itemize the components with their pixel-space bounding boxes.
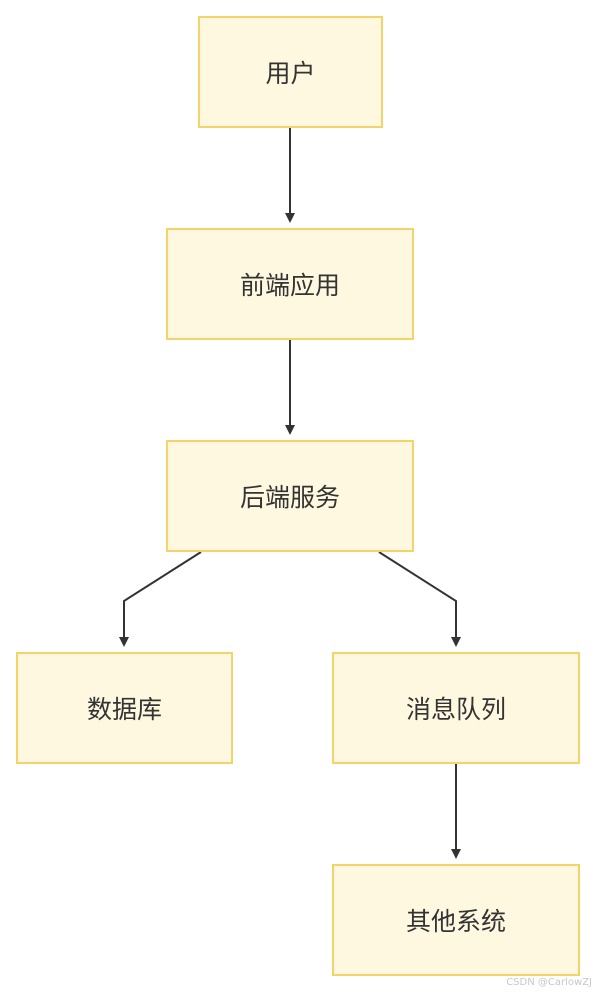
node-backend-label: 后端服务 xyxy=(239,483,340,512)
node-database-label: 数据库 xyxy=(86,695,162,724)
node-queue-label: 消息队列 xyxy=(405,695,506,724)
node-user: 用户 xyxy=(198,16,383,128)
node-other-label: 其他系统 xyxy=(405,907,506,936)
node-backend: 后端服务 xyxy=(166,440,414,552)
node-user-label: 用户 xyxy=(265,59,316,88)
node-database: 数据库 xyxy=(16,652,233,764)
node-frontend: 前端应用 xyxy=(166,228,414,340)
node-queue: 消息队列 xyxy=(332,652,580,764)
watermark-text: CSDN @CarlowZJ xyxy=(506,977,592,988)
edge-backend-to-database xyxy=(119,551,202,647)
node-frontend-label: 前端应用 xyxy=(239,271,340,300)
edge-backend-to-queue xyxy=(378,551,461,647)
node-other: 其他系统 xyxy=(332,864,580,976)
